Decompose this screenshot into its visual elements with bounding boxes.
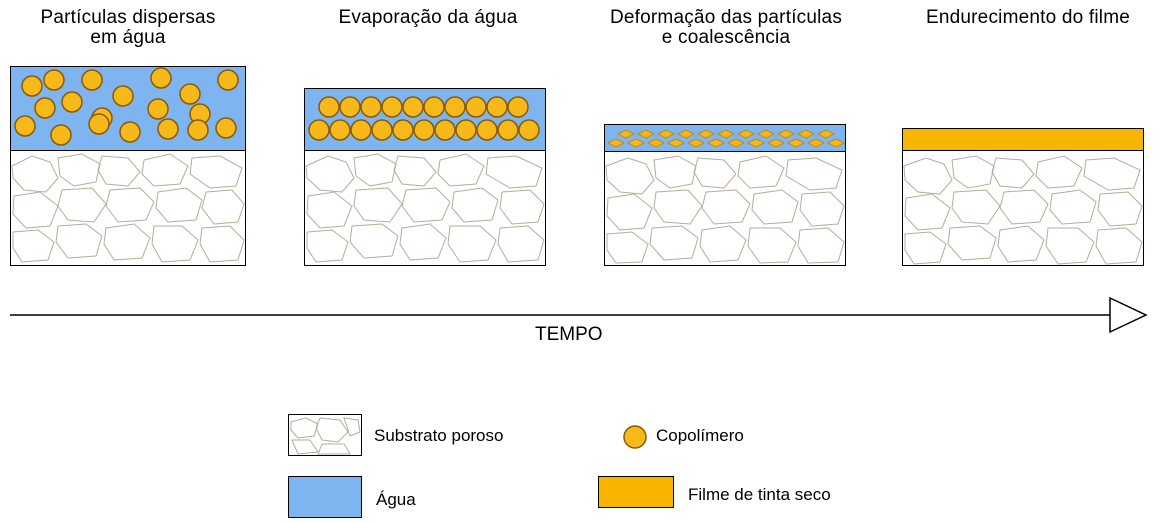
time-arrow: [10, 296, 1148, 334]
legend-copolymer-label: Copolímero: [656, 426, 744, 445]
stage-3-title: Deformação das partículas e coalescência: [609, 7, 843, 48]
stage-2-title: Evaporação da água: [338, 7, 518, 28]
stage-3-panel: [604, 124, 846, 266]
copolymer-particles: [606, 129, 846, 148]
copolymer-particles: [14, 67, 239, 146]
legend-water-label: Água: [376, 490, 416, 509]
porous-substrate: [10, 150, 246, 266]
legend-water-swatch: [288, 476, 362, 523]
copolymer-particles: [308, 96, 540, 141]
porous-substrate: [304, 150, 546, 266]
legend-substrate-swatch: [288, 414, 362, 461]
stage-4-title: Endurecimento do filme: [925, 7, 1130, 28]
time-axis-label: TEMPO: [535, 324, 603, 345]
legend-substrate-label: Substrato poroso: [374, 426, 504, 445]
legend-dry-film-label: Filme de tinta seco: [688, 485, 831, 504]
porous-substrate: [604, 151, 846, 266]
stage-2-panel: [304, 88, 546, 266]
dry-film-layer: [902, 128, 1144, 151]
porous-substrate: [902, 150, 1144, 266]
stage-1-title: Partículas dispersas em água: [40, 7, 216, 48]
legend-dry-film-swatch: [598, 476, 674, 513]
stage-1-panel: [10, 66, 246, 266]
stage-4-panel: [902, 128, 1144, 266]
legend-copolymer-swatch: [622, 424, 648, 455]
